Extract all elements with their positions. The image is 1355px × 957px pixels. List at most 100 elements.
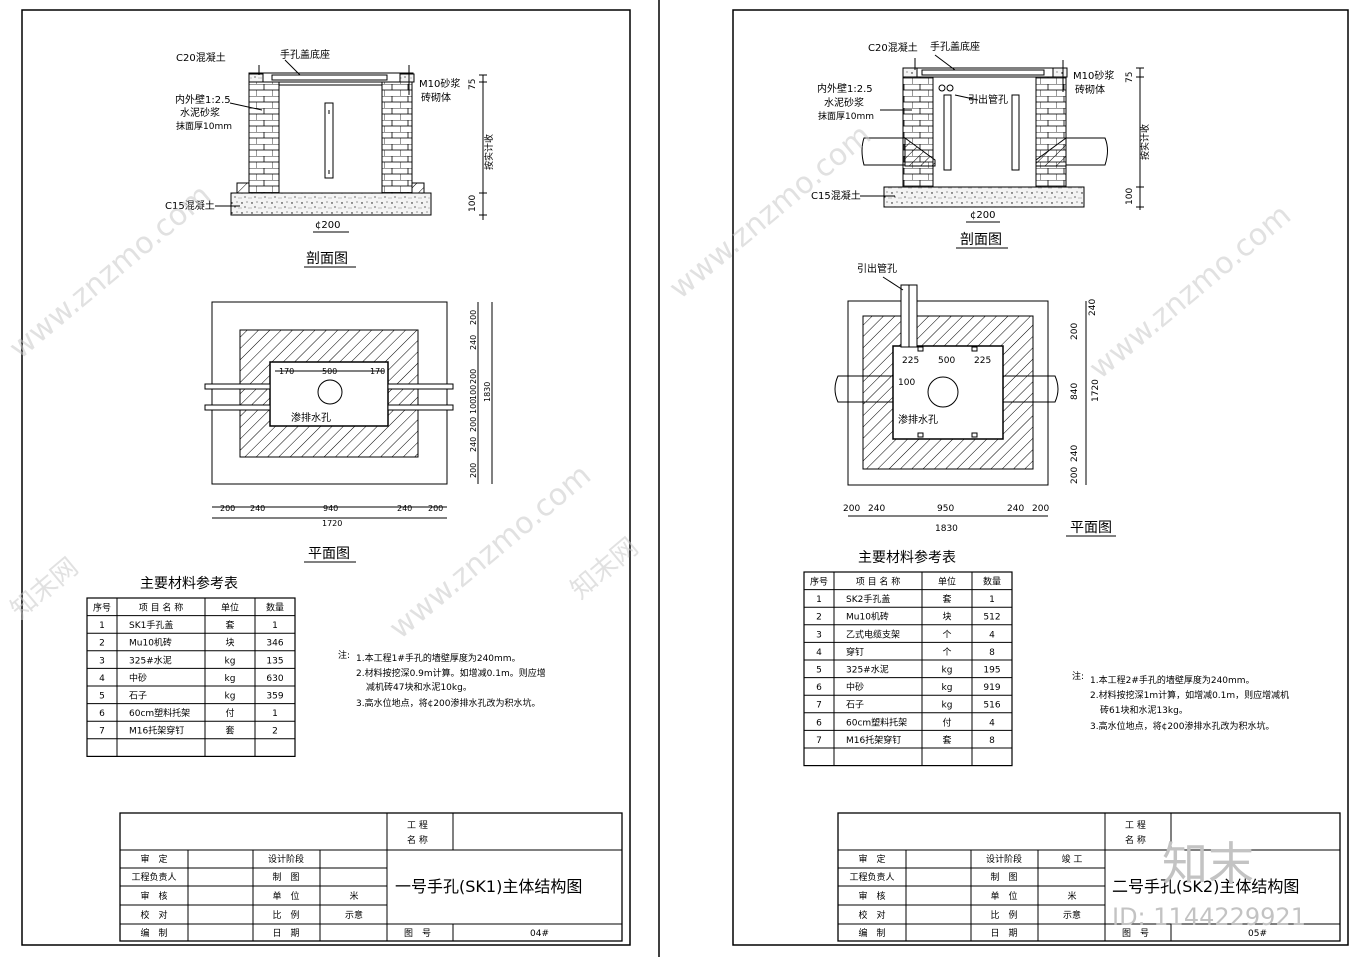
watermark-site-1: www.znzmo.com xyxy=(3,178,218,367)
plan-dim-side-2: 240 xyxy=(469,335,478,350)
r-label-inner-wall-1: 内外壁1:2.5 xyxy=(817,82,873,95)
plan-dim-side-3: 200 xyxy=(469,369,478,384)
right-table-cell: kg xyxy=(942,683,953,693)
right-table-cell: 325#水泥 xyxy=(846,664,889,676)
right-table-cell: 套 xyxy=(942,593,951,605)
r-plan-dim-side-3: 840 xyxy=(1070,383,1080,400)
r-dim-75: 75 xyxy=(1125,72,1135,83)
r-section-title: 剖面图 xyxy=(960,232,1002,248)
right-tb-cell: 审 核 xyxy=(858,890,885,902)
right-table-cell: 516 xyxy=(983,701,1000,711)
left-table-cell: 付 xyxy=(225,708,234,719)
right-border xyxy=(732,9,1349,946)
watermark-id: ID: 1144229921 xyxy=(1112,903,1306,931)
right-table-header-cell: 项 目 名 称 xyxy=(856,576,901,588)
left-tb-cell: 审 核 xyxy=(140,890,167,902)
label-c20: C20混凝土 xyxy=(176,51,226,64)
r-note-line-3: 砖61块和水泥13kg。 xyxy=(1100,704,1188,716)
plan-dim-top-3: 170 xyxy=(370,367,385,376)
notes-label: 注: xyxy=(338,649,350,661)
left-tb-cell: 制 图 xyxy=(272,871,299,883)
r-note-line-2: 2.材料按挖深1m计算，如增减0.1m，则应增减机 xyxy=(1090,689,1289,701)
plan-dim-bottom-5: 200 xyxy=(428,504,443,513)
watermark-site-3: www.znzmo.com xyxy=(663,118,878,307)
r-label-cover-base: 手孔盖底座 xyxy=(930,40,980,53)
label-diam: ¢200 xyxy=(315,220,340,231)
left-table-cell: 4 xyxy=(99,674,105,684)
note-line-4: 3.高水位地点，将¢200渗排水孔改为积水坑。 xyxy=(356,697,541,709)
right-tb-cell: 制 图 xyxy=(990,871,1017,883)
dim-75: 75 xyxy=(468,79,478,90)
plan-dim-side-5: 100 xyxy=(469,399,478,414)
right-table-cell: kg xyxy=(942,666,953,676)
right-sheet: C20混凝土 手孔盖底座 M10砂浆 砖砌体 内外壁1:2.5 水泥砂浆 抹面厚… xyxy=(732,9,1349,946)
left-tb-cell: 示意 xyxy=(345,909,363,921)
right-table-cell: kg xyxy=(942,701,953,711)
r-plan-dim-side-5: 200 xyxy=(1070,467,1080,484)
left-sheet: C20混凝土 手孔盖底座 M10砂浆 砖砌体 内外壁1:2.5 水泥砂浆 抹面厚… xyxy=(21,9,631,946)
right-table-cell: 3 xyxy=(816,630,822,640)
left-table-cell: M16托架穿钉 xyxy=(129,725,184,737)
right-tb-cell: 竣 工 xyxy=(1062,853,1083,865)
left-plan-drawing: 170 500 170 渗排水孔 200 240 940 240 200 172… xyxy=(204,301,493,563)
right-table-header-cell: 单位 xyxy=(938,576,956,588)
r-dim-by-actual: 按实计收 xyxy=(1139,124,1151,160)
left-table-cell: 325#水泥 xyxy=(129,654,172,666)
r-label-c15: C15混凝土 xyxy=(811,189,861,202)
right-tb-cell: 单 位 xyxy=(990,890,1017,902)
label-masonry: 砖砌体 xyxy=(421,91,451,104)
right-table-cell: 付 xyxy=(942,717,951,728)
right-tb-cell: 日 期 xyxy=(990,928,1017,939)
left-tb-cell: 日 期 xyxy=(272,928,299,939)
section-title: 剖面图 xyxy=(306,251,348,267)
right-table-cell: 中砂 xyxy=(846,681,864,693)
left-table-cell: 630 xyxy=(266,674,283,684)
r-notes-label: 注: xyxy=(1072,670,1084,682)
r-label-c20: C20混凝土 xyxy=(868,41,918,54)
watermark-site-2: www.znzmo.com xyxy=(383,458,598,647)
plan-drain-label: 渗排水孔 xyxy=(291,411,331,424)
right-title-block: 工 程 名 称 审 定设计阶段竣 工工程负责人制 图审 核单 位米校 对比 例示… xyxy=(837,812,1341,942)
left-border xyxy=(21,9,631,946)
left-tb-cell: 审 定 xyxy=(140,853,167,865)
right-table-cell: 195 xyxy=(983,666,1000,676)
r-label-inner-wall-2: 水泥砂浆 xyxy=(824,96,864,109)
r-plan-dim-side-total: 1720 xyxy=(1091,379,1101,402)
r-plan-dim-bottom-total: 1830 xyxy=(935,524,958,534)
right-table-cell: 8 xyxy=(989,736,995,746)
watermark-brand-logo: 知末 xyxy=(1162,837,1254,891)
left-notes: 注: 1.本工程1#手孔的墙壁厚度为240mm。 2.材料按挖深0.9m计算。如… xyxy=(338,649,546,709)
r-plan-dim-bottom-3: 950 xyxy=(937,504,954,514)
right-table-cell: 5 xyxy=(816,666,822,676)
plan-dim-top-2: 500 xyxy=(322,367,337,376)
right-table-cell: 块 xyxy=(942,611,951,623)
plan-dim-side-6: 200 xyxy=(469,417,478,432)
r-plan-title: 平面图 xyxy=(1070,520,1112,536)
right-table-cell: 4 xyxy=(989,718,995,728)
watermark-site-4: www.znzmo.com xyxy=(1083,198,1298,387)
r-tb-drawing-no-label: 图 号 xyxy=(1122,928,1149,939)
left-table-cell: 346 xyxy=(266,639,283,649)
r-note-line-1: 1.本工程2#手孔的墙壁厚度为240mm。 xyxy=(1090,674,1255,686)
right-tb-cell: 示意 xyxy=(1063,909,1081,921)
note-line-1: 1.本工程1#手孔的墙壁厚度为240mm。 xyxy=(356,652,521,664)
note-line-3: 减机砖47块和水泥10kg。 xyxy=(366,681,472,693)
right-table-cell: 512 xyxy=(983,613,1000,623)
left-table-cell: 套 xyxy=(225,619,234,631)
right-notes: 注: 1.本工程2#手孔的墙壁厚度为240mm。 2.材料按挖深1m计算，如增减… xyxy=(1072,670,1289,732)
right-table-cell: 1 xyxy=(989,595,995,605)
r-label-m10: M10砂浆 xyxy=(1073,69,1114,82)
r-note-line-4: 3.高水位地点，将¢200渗排水孔改为积水坑。 xyxy=(1090,720,1275,732)
right-table-cell: 60cm塑料托架 xyxy=(846,716,907,728)
right-section-drawing: C20混凝土 手孔盖底座 M10砂浆 砖砌体 内外壁1:2.5 水泥砂浆 抹面厚… xyxy=(811,40,1151,249)
left-table-cell: 7 xyxy=(99,727,105,737)
label-c15: C15混凝土 xyxy=(165,199,215,212)
plan-dim-bottom-4: 240 xyxy=(397,504,412,513)
right-tb-cell: 工程负责人 xyxy=(849,871,894,883)
left-tb-cell: 编 制 xyxy=(140,927,167,939)
left-table-cell: 3 xyxy=(99,656,105,666)
left-tb-cell: 设计阶段 xyxy=(268,853,304,865)
tb-drawing-title: 一号手孔(SK1)主体结构图 xyxy=(395,877,582,896)
